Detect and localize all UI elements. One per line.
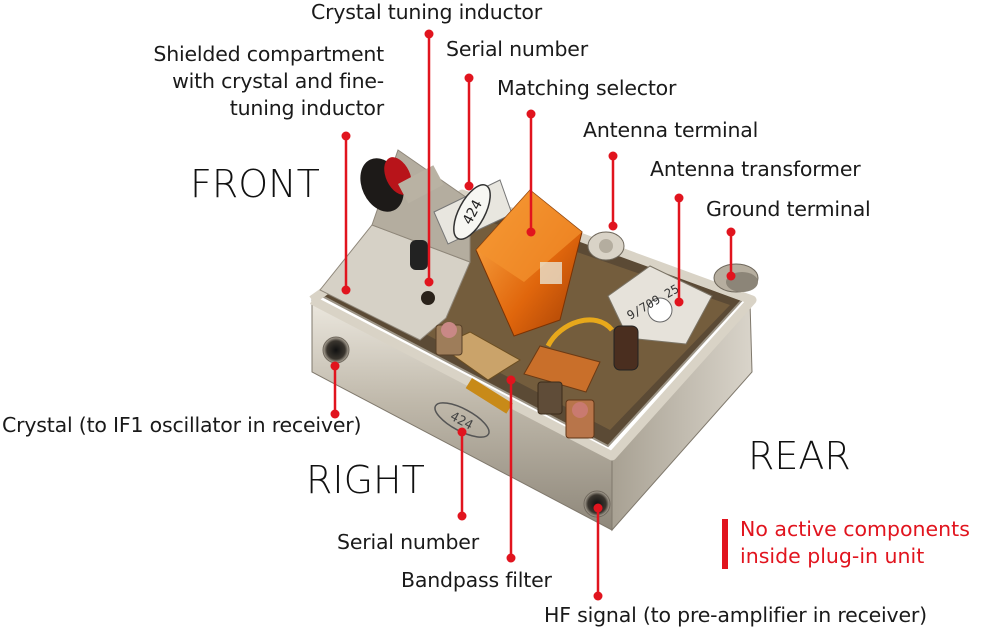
compartment-slot — [410, 240, 428, 270]
crystal: 424 — [433, 179, 513, 245]
label-crystal-tuning-inductor: Crystal tuning inductor — [311, 0, 542, 24]
tuning-knob — [360, 157, 444, 212]
leader-dots — [330, 29, 736, 601]
label-antenna-terminal: Antenna terminal — [583, 118, 759, 142]
trimmer-capacitors — [435, 322, 595, 439]
label-ground-terminal: Ground terminal — [706, 197, 871, 221]
note-bar — [722, 519, 728, 569]
note-no-active-components: No active components inside plug-in unit — [740, 516, 970, 570]
label-serial-number-top: Serial number — [446, 37, 588, 61]
label-bandpass-filter: Bandpass filter — [401, 568, 552, 592]
label-matching-selector: Matching selector — [497, 76, 677, 100]
ground-terminal-part — [713, 263, 759, 293]
note-line-2: inside plug-in unit — [740, 544, 925, 568]
label-shielded-compartment: Shielded compartment with crystal and fi… — [153, 41, 384, 122]
side-label-front: FRONT — [190, 162, 320, 206]
label-antenna-transformer: Antenna transformer — [650, 157, 861, 181]
crystal-socket — [322, 336, 350, 364]
side-label-rear: REAR — [748, 434, 851, 478]
label-crystal-output: Crystal (to IF1 oscillator in receiver) — [2, 413, 362, 437]
leader-lines — [333, 34, 733, 596]
label-hf-signal: HF signal (to pre-amplifier in receiver) — [544, 603, 927, 627]
antenna-transformer-part: 9/709 25 — [607, 265, 713, 371]
label-shielded-line-1: Shielded compartment — [153, 42, 384, 66]
label-serial-number-bottom: Serial number — [337, 530, 479, 554]
label-shielded-line-3: tuning inductor — [229, 96, 384, 120]
label-shielded-line-2: with crystal and fine- — [172, 69, 384, 93]
antenna-terminal-part — [587, 231, 625, 261]
side-label-right: RIGHT — [306, 458, 425, 502]
note-line-1: No active components — [740, 517, 970, 541]
crystal-tuning-screw — [421, 291, 435, 305]
yellow-wire — [545, 317, 614, 348]
